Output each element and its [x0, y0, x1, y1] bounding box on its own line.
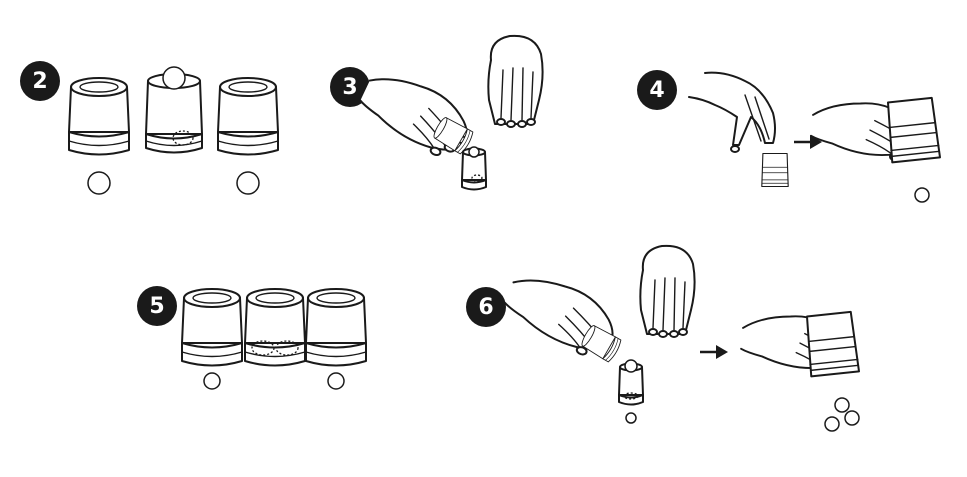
step5-cup-left [182, 289, 242, 366]
hand-icon [689, 73, 775, 152]
ball-icon [825, 417, 839, 431]
ball-icon [328, 373, 344, 389]
ball-icon [626, 413, 636, 423]
arrow-right-icon [700, 345, 728, 359]
ball-icon [835, 398, 849, 412]
step2-cup-left [69, 78, 129, 155]
ball-icon [625, 360, 637, 372]
hand-icon [640, 246, 694, 337]
ball-icon [88, 172, 110, 194]
cup-icon [886, 98, 940, 163]
step5-cup-right [306, 289, 366, 366]
step5-cup-middle [245, 289, 305, 366]
ball-icon [845, 411, 859, 425]
cup-icon [805, 312, 859, 377]
ball-icon [915, 188, 929, 202]
step2-cup-middle [146, 67, 202, 153]
hand-icon [488, 36, 542, 127]
ball-icon [237, 172, 259, 194]
cup-icon [762, 154, 788, 187]
ball-icon [204, 373, 220, 389]
step2-cup-right [218, 78, 278, 155]
ball-icon [469, 147, 479, 157]
